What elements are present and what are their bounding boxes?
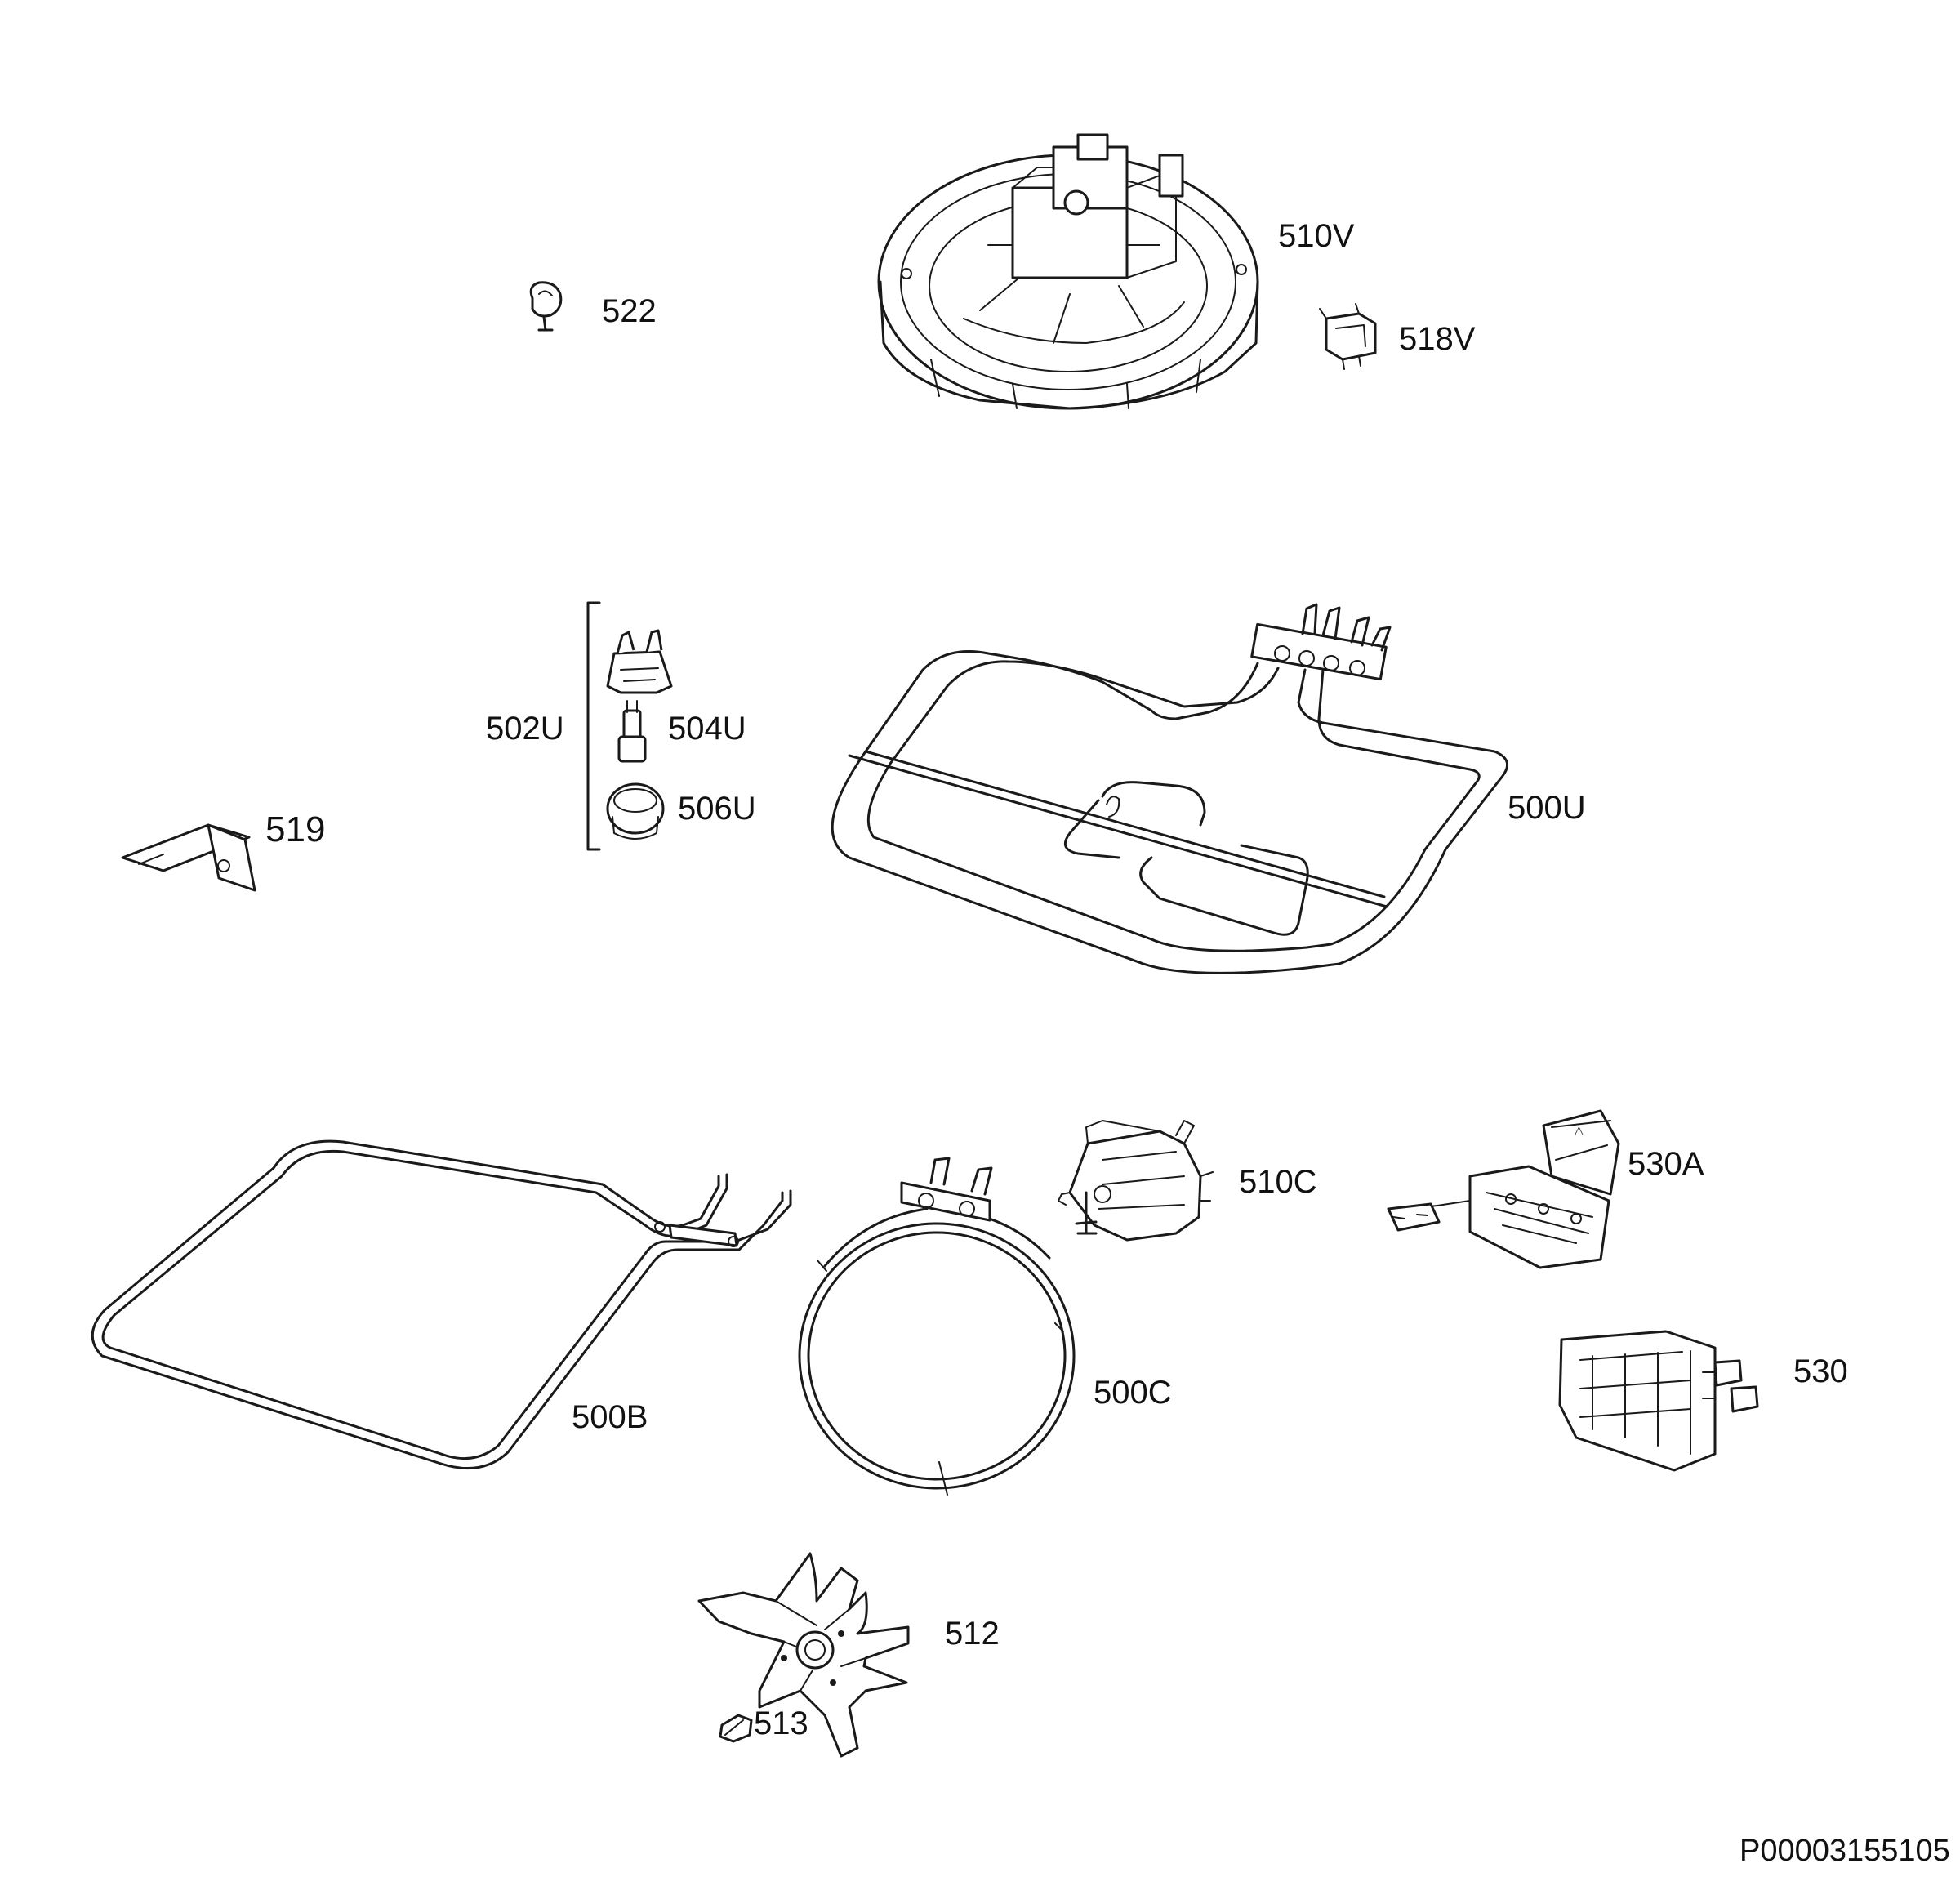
terminal-strip-530: 530	[1558, 1330, 1848, 1472]
nut-513: 513	[719, 1705, 808, 1743]
bracket-519: 519	[121, 809, 325, 892]
part-label-510C: 510C	[1239, 1164, 1317, 1200]
part-label-506U: 506U	[678, 791, 756, 827]
clip-522: 522	[529, 281, 657, 332]
svg-text:△: △	[1575, 1123, 1584, 1136]
fan-blade-512: 512	[697, 1552, 1000, 1758]
bracket-518V: 518V	[1319, 303, 1476, 370]
part-label-510V: 510V	[1278, 218, 1355, 254]
part-label-500U: 500U	[1508, 790, 1586, 826]
fan-motor-510C: 510C	[1058, 1120, 1317, 1242]
part-label-504U: 504U	[668, 711, 746, 747]
grill-element-500U: 500U	[831, 603, 1586, 974]
part-label-513: 513	[754, 1705, 808, 1741]
bulb-504U: 504U	[617, 700, 746, 763]
bottom-element-500B: 500B	[91, 1139, 792, 1469]
lamp-group-502U: 502U 504U 506U	[486, 601, 756, 851]
part-label-500B: 500B	[572, 1399, 648, 1435]
part-label-522: 522	[602, 293, 657, 329]
drawing-code: P00003155105	[1740, 1834, 1950, 1868]
lamp-cover-506U: 506U	[606, 782, 756, 840]
part-label-500C: 500C	[1094, 1375, 1172, 1411]
part-label-502U: 502U	[486, 711, 564, 747]
circular-element-500C: 500C	[798, 1157, 1172, 1496]
part-label-512: 512	[945, 1616, 1000, 1652]
lamp-holder	[606, 629, 673, 694]
fan-motor-assembly-510V: 510V	[877, 133, 1355, 410]
part-label-519: 519	[265, 809, 325, 849]
terminal-block-530A: △ 530A	[1387, 1109, 1704, 1269]
part-label-530A: 530A	[1628, 1146, 1704, 1182]
part-label-518V: 518V	[1399, 321, 1476, 357]
part-label-530: 530	[1793, 1353, 1848, 1389]
